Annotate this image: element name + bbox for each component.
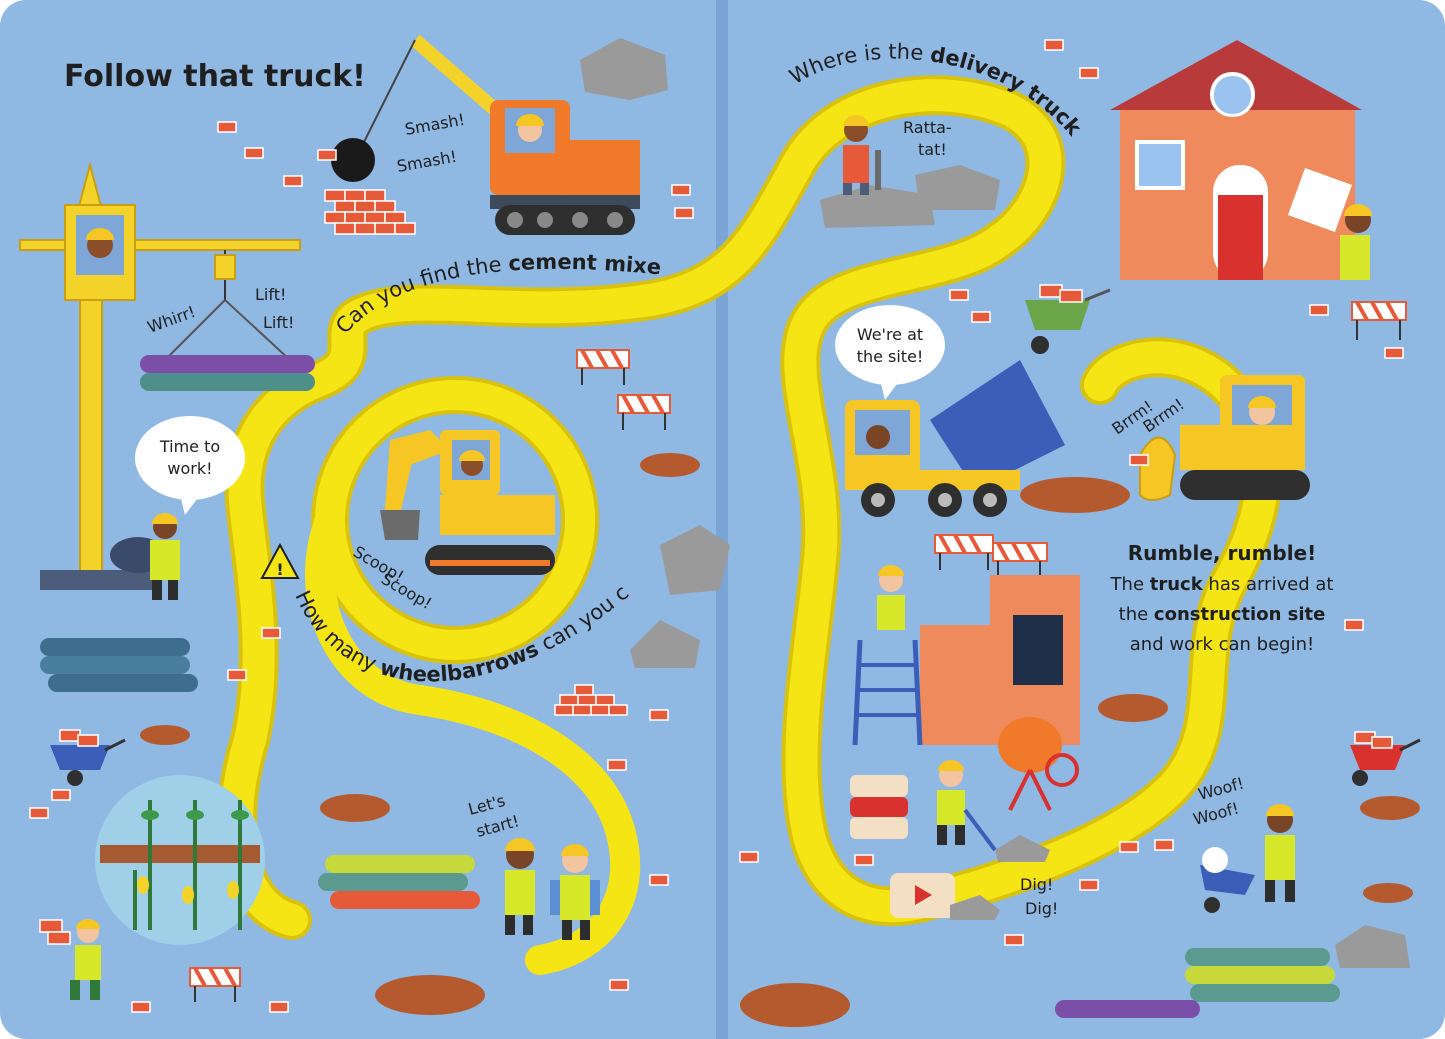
rock <box>660 525 730 595</box>
road-barrier <box>1351 301 1407 340</box>
dump-truck-driver <box>866 425 890 449</box>
wheelbarrow <box>50 729 126 786</box>
lifted-pipe <box>140 355 315 373</box>
dirt-pile <box>740 983 850 1027</box>
wheelbarrow <box>1025 284 1111 354</box>
svg-text:!: ! <box>276 560 283 579</box>
jackhammer <box>875 150 881 190</box>
sfx-tat: tat! <box>918 140 947 159</box>
pipe-stack <box>40 638 198 692</box>
bulldozer-blade <box>1139 436 1177 501</box>
dirt-pile <box>640 453 700 477</box>
bubble-line-2: work! <box>167 459 212 478</box>
sfx-dig-2: Dig! <box>1025 899 1058 918</box>
road-barrier <box>617 394 671 430</box>
warning-sign-icon: ! <box>260 542 300 579</box>
rumble-line-2: The truck has arrived at <box>1110 574 1334 595</box>
sfx-lift-1: Lift! <box>255 285 286 304</box>
excavator <box>380 430 555 575</box>
wheelbarrow <box>1350 731 1421 786</box>
pipe-stack <box>318 855 480 909</box>
rock <box>995 835 1050 862</box>
book-spine <box>716 0 728 1039</box>
play-icon <box>915 885 932 905</box>
workers-with-map <box>505 838 600 940</box>
house-door[interactable] <box>1218 195 1263 280</box>
page-title: Follow that truck! <box>64 59 366 94</box>
play-sack <box>890 873 955 918</box>
dog <box>1202 847 1228 873</box>
rock <box>1335 925 1410 968</box>
dirt-pile <box>1098 694 1168 722</box>
jackhammer-worker <box>820 115 1000 228</box>
road-barrier <box>189 967 241 1002</box>
lifted-pipe <box>140 373 315 391</box>
dump-truck <box>845 360 1065 517</box>
rumble-paragraph: Rumble, rumble! The truck has arrived at… <box>1110 541 1334 655</box>
worker-with-shovel <box>937 760 997 852</box>
brick-pile-smash <box>324 189 416 235</box>
rock <box>950 895 1000 920</box>
pipe <box>1055 1000 1200 1018</box>
rock <box>580 38 668 100</box>
excavator-bucket <box>380 510 420 540</box>
brick-pile <box>554 684 628 716</box>
worker-with-dog <box>1200 804 1295 913</box>
dirt-pile <box>140 725 190 745</box>
sfx-dig-1: Dig! <box>1020 875 1053 894</box>
ladder <box>852 639 923 746</box>
dirt-pile <box>320 794 390 822</box>
dirt-pile <box>1360 796 1420 820</box>
track-lower-loop[interactable] <box>305 505 641 975</box>
bubble-line-2: the site! <box>857 347 924 366</box>
house-window <box>1139 144 1181 186</box>
garden-window <box>95 775 265 945</box>
bubble-line-1: Time to <box>159 437 220 456</box>
rumble-line-4: and work can begin! <box>1130 634 1314 655</box>
house-window <box>1214 76 1251 114</box>
wrecking-ball <box>331 138 375 182</box>
pipe-stack <box>1185 948 1340 1002</box>
worker-carrying-bricks <box>39 919 101 1000</box>
speech-bubble-at-site: We're at the site! <box>835 305 945 400</box>
finger-trail-track[interactable] <box>217 75 1283 975</box>
worker-with-sack <box>110 513 180 600</box>
window-pane-being-carried <box>1287 167 1353 233</box>
sfx-lift-2: Lift! <box>263 313 294 332</box>
road-barrier <box>992 542 1048 578</box>
speech-bubble-time-to-work: Time to work! <box>135 416 245 515</box>
sfx-ratta: Ratta- <box>903 118 952 137</box>
road-barrier <box>576 349 630 385</box>
scattered-bricks <box>739 39 1404 946</box>
scattered-bricks <box>29 121 694 1013</box>
wrecking-crane-truck <box>331 34 640 235</box>
bulldozer <box>1139 375 1310 501</box>
cement-sacks <box>850 775 908 839</box>
bubble-line-1: We're at <box>857 325 923 344</box>
road-barrier <box>934 534 994 570</box>
rock <box>630 620 700 668</box>
dirt-pile <box>1363 883 1413 903</box>
tower-crane <box>19 161 315 590</box>
building-opening <box>1013 615 1063 685</box>
cement-mixer[interactable] <box>998 717 1079 811</box>
rumble-line-3: the construction site <box>1119 604 1326 625</box>
shovel <box>963 808 997 852</box>
dirt-pile <box>375 975 485 1015</box>
brick-house <box>1110 40 1372 280</box>
dump-truck-bed <box>930 360 1065 490</box>
rumble-title: Rumble, rumble! <box>1128 541 1317 565</box>
dirt-pile <box>1020 477 1130 513</box>
